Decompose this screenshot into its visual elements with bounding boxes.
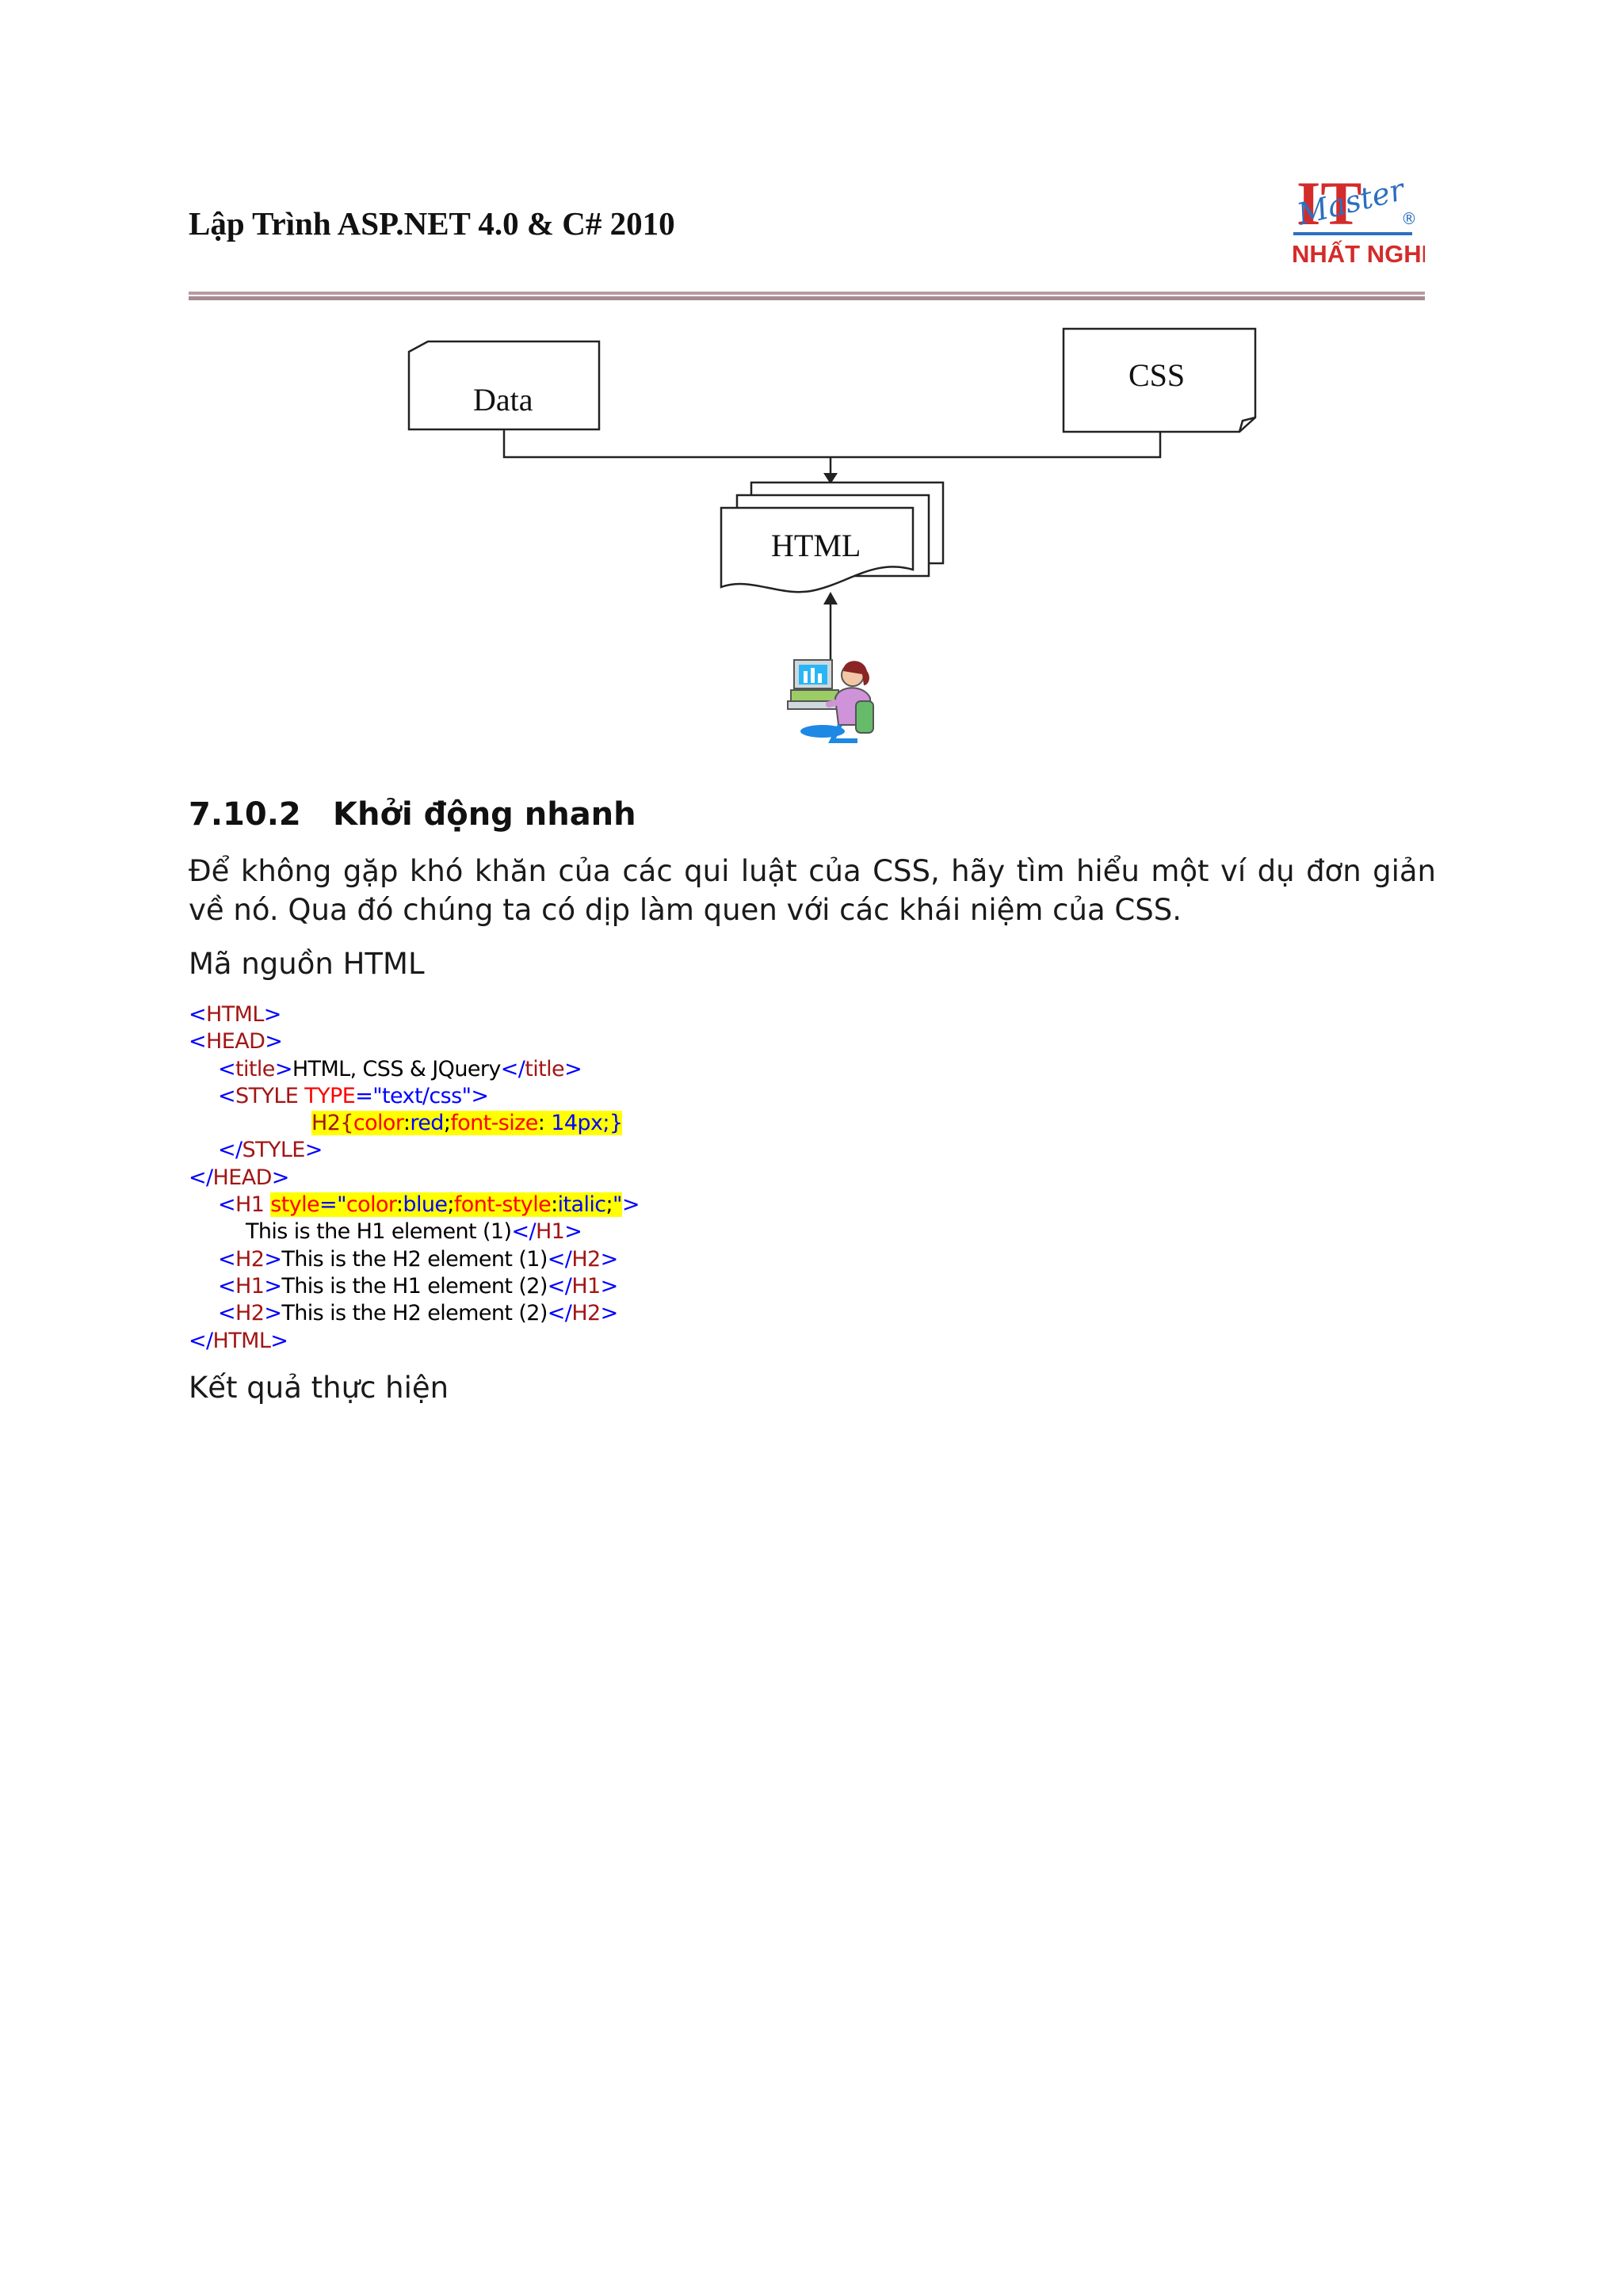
logo-bar [1293,232,1412,235]
code-line-10: <H2>This is the H2 element (1)</H2> [189,1246,640,1273]
code-line-2: <HEAD> [189,1028,640,1055]
code-line-5: H2{color:red;font-size: 14px;} [189,1110,640,1137]
section-title: Khởi động nhanh [333,796,636,833]
user-at-computer-icon [788,660,873,741]
source-code-label: Mã nguồn HTML [189,947,425,981]
data-node-label: Data [473,382,533,418]
code-line-13: </HTML> [189,1328,640,1355]
arrowhead-from-user [823,592,838,605]
page-header-title: Lập Trình ASP.NET 4.0 & C# 2010 [189,204,675,242]
code-line-1: <HTML> [189,1001,640,1028]
intro-paragraph: Để không gặp khó khăn của các qui luật c… [189,852,1436,929]
html-node-label: HTML [771,528,861,563]
connector-lines [504,429,1160,474]
header-rule [189,292,1425,301]
code-line-12: <H2>This is the H2 element (2)</H2> [189,1300,640,1327]
logo-brand-text: NHẤT NGHỆ [1292,239,1425,268]
code-line-3: <title>HTML, CSS & JQuery</title> [189,1056,640,1083]
code-line-9: This is the H1 element (1)</H1> [189,1219,640,1245]
html-node: HTML [721,482,943,592]
nhat-nghe-logo: IT Master ® NHẤT NGHỆ [1282,162,1425,273]
code-line-8: <H1 style="color:blue;font-style:italic;… [189,1192,640,1219]
data-node: Data [409,341,599,429]
code-line-6: </STYLE> [189,1137,640,1164]
css-flow-diagram: Data CSS HTML [189,313,1425,765]
css-node-label: CSS [1128,357,1185,393]
code-line-4: <STYLE TYPE="text/css"> [189,1083,640,1110]
logo-registered-mark: ® [1401,209,1417,228]
css-node: CSS [1064,329,1255,432]
code-line-7: </HEAD> [189,1165,640,1192]
html-code-listing: <HTML><HEAD><title>HTML, CSS & JQuery</t… [189,1001,640,1355]
code-line-11: <H1>This is the H1 element (2)</H1> [189,1273,640,1300]
section-number: 7.10.2 [189,796,333,833]
result-label: Kết quả thực hiện [189,1371,449,1405]
